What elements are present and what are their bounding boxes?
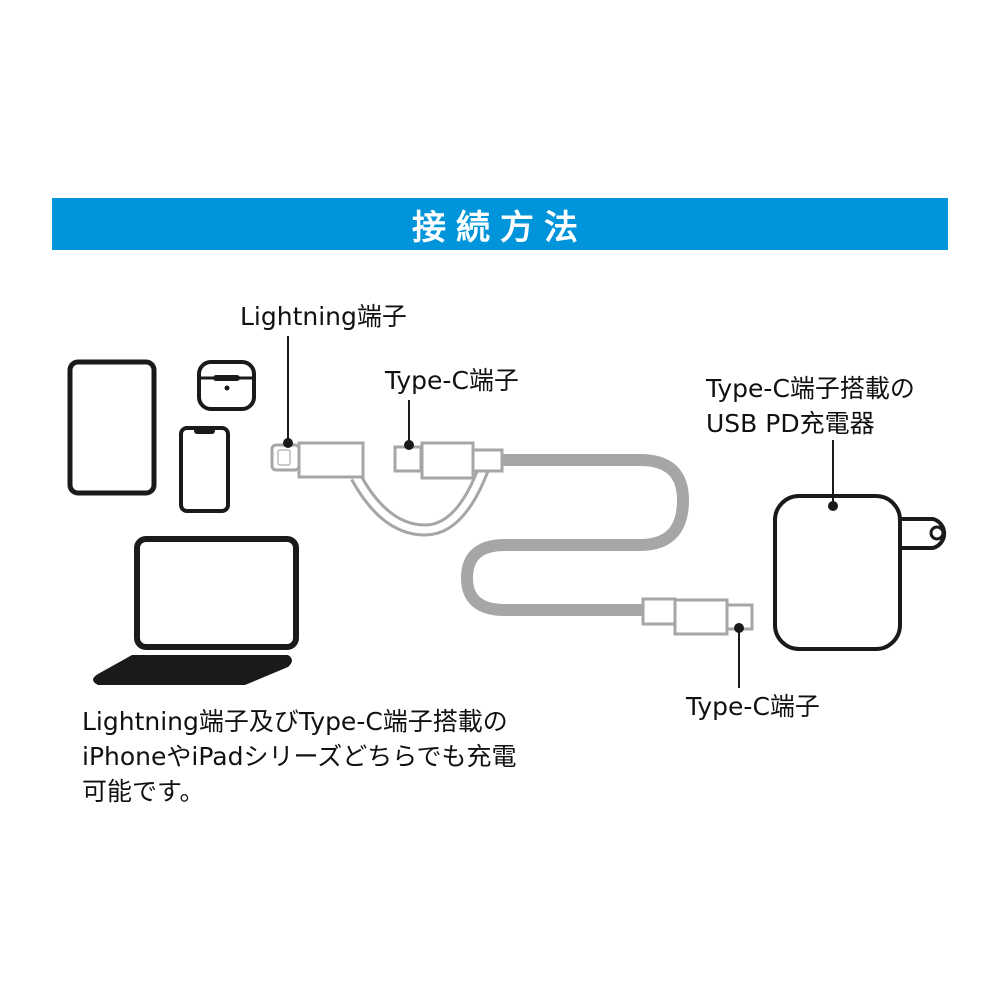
description-line: 可能です。	[82, 777, 205, 806]
leader-lines	[283, 336, 838, 688]
typec-top-label: Type-C端子	[385, 366, 519, 395]
lightning-connector	[270, 441, 365, 479]
tablet-icon	[67, 359, 157, 496]
section-header: 接続方法	[52, 198, 948, 250]
section-title: 接続方法	[412, 207, 588, 248]
charger-label-line2: USB PD充電器	[706, 409, 875, 438]
description: Lightning端子及びType-C端子搭載の iPhoneやiPadシリーズ…	[82, 704, 516, 809]
typec-connector-top	[393, 441, 504, 480]
lightning-label: Lightning端子	[240, 302, 407, 331]
earbuds-case-icon	[197, 360, 256, 411]
smartphone-icon	[179, 426, 230, 513]
usb-pd-charger-icon	[773, 494, 947, 651]
description-line: iPhoneやiPadシリーズどちらでも充電	[82, 742, 517, 771]
typec-bottom-label: Type-C端子	[686, 692, 820, 721]
cable	[460, 454, 690, 616]
laptop-icon	[93, 536, 299, 685]
description-line: Lightning端子及びType-C端子搭載の	[82, 707, 508, 736]
typec-connector-bottom	[641, 597, 754, 636]
charger-label-line1: Type-C端子搭載の	[706, 374, 915, 403]
